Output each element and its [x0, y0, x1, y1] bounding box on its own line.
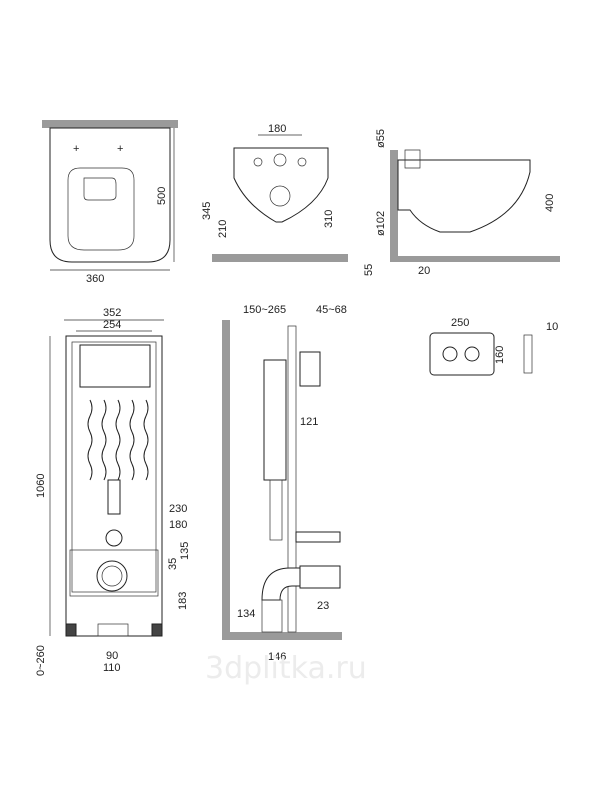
- dim-500: 500: [156, 187, 168, 205]
- flush-opening: [79, 344, 151, 388]
- wall-hatch-side: [390, 150, 398, 262]
- frame-drain-foot: [97, 623, 129, 637]
- wall-hatch-top: [42, 120, 178, 128]
- bowl-rear-view: 180 345 210 310: [201, 123, 348, 262]
- inlet-hole: [273, 153, 287, 167]
- mount-hole-right: [297, 157, 307, 167]
- floor-hatch-frame: [222, 632, 342, 640]
- dim-121: 121: [300, 416, 318, 428]
- dim-180-front: 180: [169, 519, 187, 531]
- bowl-outline-top: [49, 127, 171, 263]
- dim-45-68: 45~68: [316, 304, 347, 316]
- flush-plate-profile: [523, 334, 533, 374]
- bowl-outline-side: [397, 159, 531, 233]
- frame-inlet-ring: [105, 529, 123, 547]
- inlet-pipe-side-frame: [295, 531, 341, 543]
- floor-hatch-side: [390, 256, 560, 262]
- flush-button-large: [464, 346, 480, 362]
- flush-plate: [429, 332, 495, 376]
- cistern-wave-2: [101, 399, 107, 481]
- cistern-body-side: [263, 359, 287, 481]
- frame-post: [287, 325, 297, 633]
- bowl-outline-rear: [233, 147, 329, 223]
- dim-310: 310: [323, 210, 335, 228]
- flush-box: [299, 351, 321, 387]
- frame-front-view: 352 254 1060 230 180 35 135 183 0~260 90…: [35, 307, 191, 676]
- frame-outlet-inner: [101, 565, 123, 587]
- dim-150-265: 150~265: [243, 304, 286, 316]
- dim-10: 10: [546, 321, 558, 333]
- dim-35: 35: [167, 558, 179, 570]
- dim-230: 230: [169, 503, 187, 515]
- dim-20: 20: [418, 265, 430, 277]
- bowl-side-view: ø55 ø102 400 55 20: [363, 129, 560, 277]
- floor-hatch-rear: [212, 254, 348, 262]
- dim-360: 360: [86, 273, 104, 285]
- mount-hole-left: [253, 157, 263, 167]
- dim-90: 90: [106, 650, 118, 662]
- frame-side-view: 150~265 45~68 121 134 23 146: [222, 304, 347, 663]
- dim-d55: ø55: [375, 129, 387, 148]
- bowl-drain-top: [83, 177, 117, 201]
- dim-110: 110: [103, 662, 121, 674]
- cistern-wave-1: [87, 399, 93, 481]
- dim-183: 183: [177, 592, 189, 610]
- dim-254: 254: [103, 319, 121, 331]
- frame-foot-left: [65, 623, 77, 637]
- dim-352: 352: [103, 307, 121, 319]
- dim-0-260: 0~260: [35, 645, 47, 676]
- dim-400: 400: [544, 194, 556, 212]
- dim-160: 160: [494, 346, 506, 364]
- bowl-inner-top: [67, 167, 135, 251]
- inlet-pipe-side: [404, 149, 421, 169]
- flush-button-small: [442, 346, 458, 362]
- frame-cistern: [71, 341, 157, 593]
- dim-23: 23: [317, 600, 329, 612]
- wall-hatch-frame: [222, 320, 230, 640]
- cistern-wave-5: [143, 399, 149, 481]
- watermark: 3dplitka.ru: [205, 651, 367, 686]
- dim-d102: ø102: [375, 211, 387, 236]
- dim-345: 345: [201, 202, 213, 220]
- dim-55: 55: [363, 264, 375, 276]
- drain-down-pipe: [261, 599, 283, 633]
- mount-cross-right: +: [117, 143, 123, 155]
- dim-146: 146: [268, 651, 286, 663]
- bowl-top-view: + + 500 360: [42, 120, 178, 285]
- flush-pipe-side: [269, 479, 283, 541]
- dim-1060: 1060: [35, 474, 47, 498]
- frame-outlet-ring: [96, 560, 128, 592]
- dim-210: 210: [217, 220, 229, 238]
- mount-cross-left: +: [73, 143, 79, 155]
- dim-180-rear: 180: [268, 123, 286, 135]
- outlet-hole: [269, 185, 291, 207]
- frame-foot-right: [151, 623, 163, 637]
- cistern-wave-3: [115, 399, 121, 481]
- flush-plate-view: 250 160 10: [429, 317, 558, 376]
- dim-250: 250: [451, 317, 469, 329]
- dim-134: 134: [237, 608, 255, 620]
- cistern-wave-4: [129, 399, 135, 481]
- frame-lower-bracket: [69, 549, 159, 597]
- drain-connector: [299, 565, 341, 589]
- dim-135: 135: [179, 542, 191, 560]
- frame-pipe-vertical: [107, 479, 121, 515]
